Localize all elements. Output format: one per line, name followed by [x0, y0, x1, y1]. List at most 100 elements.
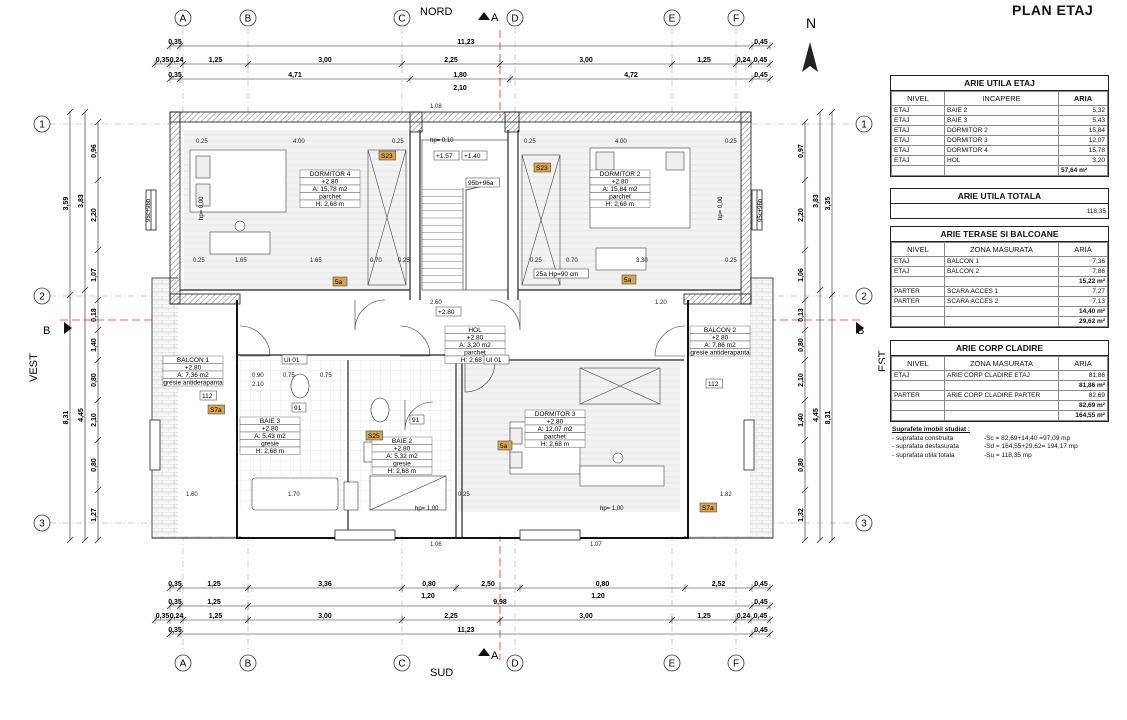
dimension-label: 0,45 [754, 39, 768, 46]
tag-w95: 95c+96b [146, 198, 152, 222]
dimension-label: 4,45 [78, 408, 85, 422]
room-h: +2.80 [394, 446, 411, 453]
tag-text: +2.80 [438, 309, 455, 316]
dimension-label: 0,35 [168, 581, 182, 588]
table-cell: SCARA ACCES 2 [944, 296, 1059, 307]
svg-text:1.60: 1.60 [186, 492, 198, 498]
grid-col-label: C [398, 14, 405, 25]
grid-col-label: A [180, 659, 187, 670]
tag-text: 95b+96a [468, 180, 494, 187]
dimension-label: 0,80 [798, 458, 805, 472]
dimension-label: 0,96 [91, 144, 98, 158]
svg-text:1.82: 1.82 [720, 492, 732, 498]
table-cell: ETAJ [891, 115, 945, 126]
tag-s112: 112 [199, 390, 217, 401]
dimension-label: 9,98 [493, 599, 507, 606]
table-cell: ARIE CORP CLADIRE PARTER [944, 390, 1059, 401]
tag-ui: UI 01 [483, 354, 510, 365]
dimension-label: 2,25 [444, 57, 458, 64]
dimension-label: 3,59 [63, 197, 70, 211]
tag-lvl3: +2.80 [435, 306, 462, 317]
table-cell: 5,32 [1058, 105, 1108, 116]
dimension-label: 0,24 [737, 613, 751, 620]
dimension-label: 2,52 [712, 581, 726, 588]
tag-s25a: 25a Hp=90 cm [533, 268, 589, 279]
dimension-label: 0,24 [170, 613, 184, 620]
grid-row-label: 3 [861, 519, 867, 530]
dimension-label: 1,20 [421, 593, 435, 600]
tag-text: UI 01 [486, 357, 502, 364]
label-sud: SUD [430, 667, 453, 679]
svg-text:4.00: 4.00 [615, 139, 627, 145]
dimension-label: 3,83 [78, 194, 85, 208]
tag-text: S25 [368, 433, 380, 440]
tag-text: 5a [335, 279, 343, 286]
tag-text: S23 [381, 153, 393, 160]
table-cell: BALCON 2 [944, 266, 1059, 277]
table-arie-corp: ARIE CORP CLADIRE NIVEL ZONA MASURATA AR… [890, 340, 1109, 422]
tag-s5a: 5a [497, 440, 513, 451]
tag-hp1: hp= 1,00 [415, 506, 439, 512]
dimension-label: 1,40 [798, 413, 805, 427]
tag-text: 91 [412, 417, 420, 424]
tag-text: 5a [624, 277, 632, 284]
table-cell: 7,36 [1058, 256, 1108, 267]
sheet-title: PLAN ETAJ [1012, 2, 1094, 18]
grid-col-label: E [669, 659, 676, 670]
grid-col-label: B [245, 14, 252, 25]
svg-text:0.25: 0.25 [398, 258, 410, 264]
section-mark-a-bottom: A [491, 650, 499, 662]
room-h: +2.80 [322, 179, 339, 186]
label-vest: VEST [28, 353, 40, 382]
table-cell: 12,07 [1058, 135, 1108, 146]
dimension-label: 3,36 [318, 581, 332, 588]
dimension-label: 0,13 [798, 308, 805, 322]
tag-hp1: hp= 1,00 [600, 506, 624, 512]
grid-col-label: A [180, 14, 187, 25]
room-hh: H: 2,68 m [316, 201, 344, 208]
dimension-label: 0,80 [91, 458, 98, 472]
table-cell: 15,84 [1058, 125, 1108, 136]
col-incapere: INCAPERE [944, 91, 1059, 106]
room-name: DORMITOR 3 [535, 411, 576, 418]
grid-bubble [33, 287, 51, 305]
subtotal-scari: 14,40 m² [1058, 306, 1108, 317]
svg-text:0.70: 0.70 [566, 258, 578, 264]
label-est: EST [877, 350, 885, 372]
svg-text:1.08: 1.08 [430, 104, 442, 110]
svg-text:3.30: 3.30 [636, 258, 648, 264]
tag-s7a: S7a [207, 404, 225, 415]
grid-row-label: 2 [861, 292, 867, 303]
dimension-label: 0,45 [754, 57, 768, 64]
svg-text:2.60: 2.60 [430, 300, 442, 306]
grid-bubble [393, 654, 411, 672]
table-cell: 81,86 [1058, 370, 1108, 381]
dimension-label: 2,10 [798, 373, 805, 387]
table-cell: 5,43 [1058, 115, 1108, 126]
dimension-label: 3,83 [813, 194, 820, 208]
grid-col-label: D [511, 659, 518, 670]
grid-col-label: D [511, 14, 518, 25]
dimension-label: 2,20 [798, 208, 805, 222]
table-title: ARIE CORP CLADIRE [891, 341, 1108, 356]
dimension-label: 8,31 [825, 411, 832, 425]
col-nivel: NIVEL [891, 356, 945, 371]
grid-bubble [174, 9, 192, 27]
table-cell: 3,20 [1058, 155, 1108, 166]
table-cell: 7,27 [1058, 286, 1108, 297]
room-f: parchet [464, 350, 486, 357]
section-arrow-icon [478, 12, 490, 20]
windows [145, 189, 763, 541]
grid-bubble [239, 9, 257, 27]
room-name: BALCON 1 [177, 357, 210, 364]
